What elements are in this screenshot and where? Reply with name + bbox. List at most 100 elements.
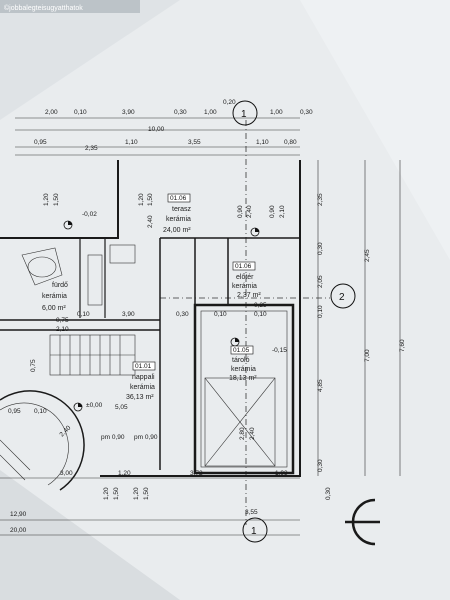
dim-misc: ±0,00 xyxy=(86,402,103,409)
section-symbol xyxy=(345,498,380,546)
walls xyxy=(0,160,301,477)
room-floor: kerámia xyxy=(42,293,67,300)
dim-misc: 0,10 xyxy=(214,311,227,318)
room-area: 6,00 m² xyxy=(42,305,66,312)
dim-misc: 1,50 xyxy=(113,487,120,500)
room-name: fürdő xyxy=(52,282,68,289)
dim-bottom-1: 3,00 xyxy=(60,470,73,477)
storage-crossbox xyxy=(204,377,276,467)
round-tower xyxy=(0,390,85,491)
dim-misc: 1,50 xyxy=(53,193,60,206)
dim-misc: 1,50 xyxy=(147,193,154,206)
room-name: előtér xyxy=(236,274,254,281)
dim-misc: 1,20 xyxy=(43,193,50,206)
dim-misc: 0,90 xyxy=(237,205,244,218)
staircase xyxy=(49,334,136,376)
room-code: 01.06 xyxy=(170,195,187,202)
dim-top-1: 2,00 xyxy=(45,109,58,116)
axis-label-bottom: 1 xyxy=(251,526,257,537)
dim-misc: -0,02 xyxy=(82,211,97,218)
dim-top-4: 0,30 xyxy=(174,109,187,116)
dim-top-6: 0,20 xyxy=(223,99,236,106)
dim-misc: 1,20 xyxy=(103,487,110,500)
dim-right-mid-1: 2,45 xyxy=(364,249,371,262)
dim-misc: 1,20 xyxy=(138,193,145,206)
room-area: 24,00 m² xyxy=(163,227,191,234)
room-floor: kerámia xyxy=(231,366,256,373)
dim-misc: pm 0,90 xyxy=(101,434,125,441)
misc-dims: 1,20 1,50 -0,02 1,20 1,50 2,40 0,90 2,40… xyxy=(8,193,332,500)
dim-misc: 3,90 xyxy=(122,311,135,318)
room-terasz: 01.06 terasz kerámia 24,00 m² xyxy=(163,193,192,234)
dim-misc: 0,75 xyxy=(56,317,69,324)
dim-misc: 0,30 xyxy=(176,311,189,318)
top-dim-row1: 2,00 0,10 3,90 0,30 1,00 0,20 1,00 0,30 … xyxy=(34,99,313,152)
dim-right-1: 2,35 xyxy=(317,193,324,206)
room-code: 01.01 xyxy=(135,363,152,370)
dim-misc: 1,50 xyxy=(143,487,150,500)
dim-top-total: 10,00 xyxy=(148,126,165,133)
right-dimension-lines xyxy=(317,160,401,476)
dim-misc: 0,90 xyxy=(269,205,276,218)
dim-top-r3-5: 1,10 xyxy=(256,139,269,146)
dim-right-outer: 7,60 xyxy=(399,339,406,352)
top-dimension-lines xyxy=(15,117,300,156)
room-furdo: fürdő kerámia 6,00 m² xyxy=(42,282,68,312)
dim-misc: pm 0,90 xyxy=(134,434,158,441)
dim-misc: 2,10 xyxy=(279,205,286,218)
dim-top-r3-2: 2,35 xyxy=(85,145,98,152)
axis-label-top: 1 xyxy=(241,109,247,120)
dim-top-r3-6: 0,80 xyxy=(284,139,297,146)
dim-misc: 0,10 xyxy=(34,408,47,415)
bathtub xyxy=(21,247,63,286)
dim-top-7: 1,00 xyxy=(270,109,283,116)
dim-top-5: 1,00 xyxy=(204,109,217,116)
dim-misc: 0,25 xyxy=(254,302,267,309)
room-name: nappali xyxy=(132,374,155,381)
axis-bubble-top: 1 xyxy=(232,100,258,126)
dim-right-6: 0,30 xyxy=(317,459,324,472)
dim-right-2: 0,30 xyxy=(317,242,324,255)
room-name: terasz xyxy=(172,206,192,213)
dim-bottom-6: 20,00 xyxy=(10,527,27,534)
dim-right-3: 2,05 xyxy=(317,275,324,288)
dim-bottom-7: 3,55 xyxy=(245,509,258,516)
bottom-dims: 3,00 1,20 3,72 1,93 12,90 20,00 3,55 xyxy=(10,470,288,534)
room-tarolo: 01.05 tároló kerámia 18,13 m² xyxy=(229,345,257,382)
room-area: 2,37 m² xyxy=(237,292,261,299)
dim-misc: 0,75 xyxy=(30,359,37,372)
dim-misc: 0,10 xyxy=(254,311,267,318)
axis-bubble-bottom: 1 xyxy=(242,517,268,543)
dim-bottom-4: 1,93 xyxy=(275,470,288,477)
dim-misc: 2,40 xyxy=(249,427,256,440)
dim-misc: 2,40 xyxy=(147,215,154,228)
axis-label-right: 2 xyxy=(339,292,345,303)
room-nappali: 01.01 nappali kerámia 36,13 m² xyxy=(126,361,156,401)
dim-right-mid-2: 7,00 xyxy=(364,349,371,362)
dim-misc: 1,20 xyxy=(133,487,140,500)
axis-bubble-right: 2 xyxy=(330,283,356,309)
dim-top-3: 3,90 xyxy=(122,109,135,116)
dim-top-2: 0,10 xyxy=(74,109,87,116)
dim-bottom-5: 12,90 xyxy=(10,511,27,518)
right-dims: 2,35 0,30 2,05 0,10 4,85 0,30 2,45 7,00 … xyxy=(317,193,406,472)
dim-misc: 0,30 xyxy=(325,487,332,500)
dim-misc: 5,05 xyxy=(115,404,128,411)
dim-misc: 0,95 xyxy=(8,408,21,415)
dim-bottom-2: 1,20 xyxy=(118,470,131,477)
dim-top-r3-3: 1,10 xyxy=(125,139,138,146)
dim-right-4: 0,10 xyxy=(317,305,324,318)
dim-misc: 0,10 xyxy=(77,311,90,318)
dim-bottom-3: 3,72 xyxy=(190,470,203,477)
dim-misc: 2,80 xyxy=(239,427,246,440)
room-name: tároló xyxy=(232,357,250,364)
dim-misc: 2,40 xyxy=(246,205,253,218)
dim-misc: -0,15 xyxy=(272,347,287,354)
watermark-text: ©jobbalegteisugyatthatok xyxy=(4,4,83,12)
room-floor: kerámia xyxy=(130,384,155,391)
room-code: 01.05 xyxy=(233,347,250,354)
room-code: 01.06 xyxy=(235,263,252,270)
dim-top-r3-4: 3,55 xyxy=(188,139,201,146)
room-area: 36,13 m² xyxy=(126,394,154,401)
